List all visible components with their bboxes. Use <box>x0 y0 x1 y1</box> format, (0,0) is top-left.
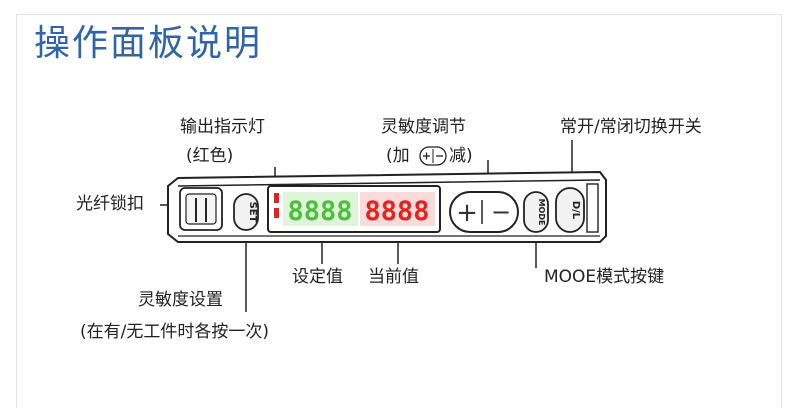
plus-icon: + <box>456 198 478 228</box>
fiber-lock-label: 光纤锁扣 <box>76 194 144 214</box>
dl-button-label: D/L <box>570 201 581 220</box>
sensitivity-adjust-prefix: (加 <box>386 146 410 166</box>
current-value-digits: 8888 <box>364 196 429 227</box>
mode-button-label: MODE <box>537 199 546 226</box>
current-value-label: 当前值 <box>368 267 419 287</box>
set-value-label: 设定值 <box>292 267 343 287</box>
circled-plus-minus-icon <box>419 146 447 166</box>
page-title: 操作面板说明 <box>34 23 263 64</box>
sensitivity-adjust-label: 灵敏度调节 <box>381 117 466 137</box>
sensitivity-adjust-suffix: 减) <box>449 146 473 166</box>
set-value-digits: 8888 <box>287 196 352 227</box>
indicator-color-label: (红色) <box>186 146 234 166</box>
switch-label: 常开/常闭切换开关 <box>560 117 702 137</box>
set-button-label: SET <box>247 202 258 223</box>
sensitivity-set-note: (在有/无工件时各按一次) <box>80 322 269 342</box>
mode-key-label: MOOE模式按键 <box>544 267 665 287</box>
indicator-label: 输出指示灯 <box>180 117 265 137</box>
display-panel <box>267 185 441 233</box>
fiber-lock <box>179 187 223 231</box>
indicator-led <box>274 193 279 203</box>
indicator-led-2 <box>274 208 279 218</box>
minus-icon: − <box>491 198 511 226</box>
content-frame <box>16 14 782 408</box>
buttons-shapes <box>233 187 585 233</box>
sensitivity-rocker <box>449 191 519 233</box>
sensitivity-set-label: 灵敏度设置 <box>138 290 223 310</box>
